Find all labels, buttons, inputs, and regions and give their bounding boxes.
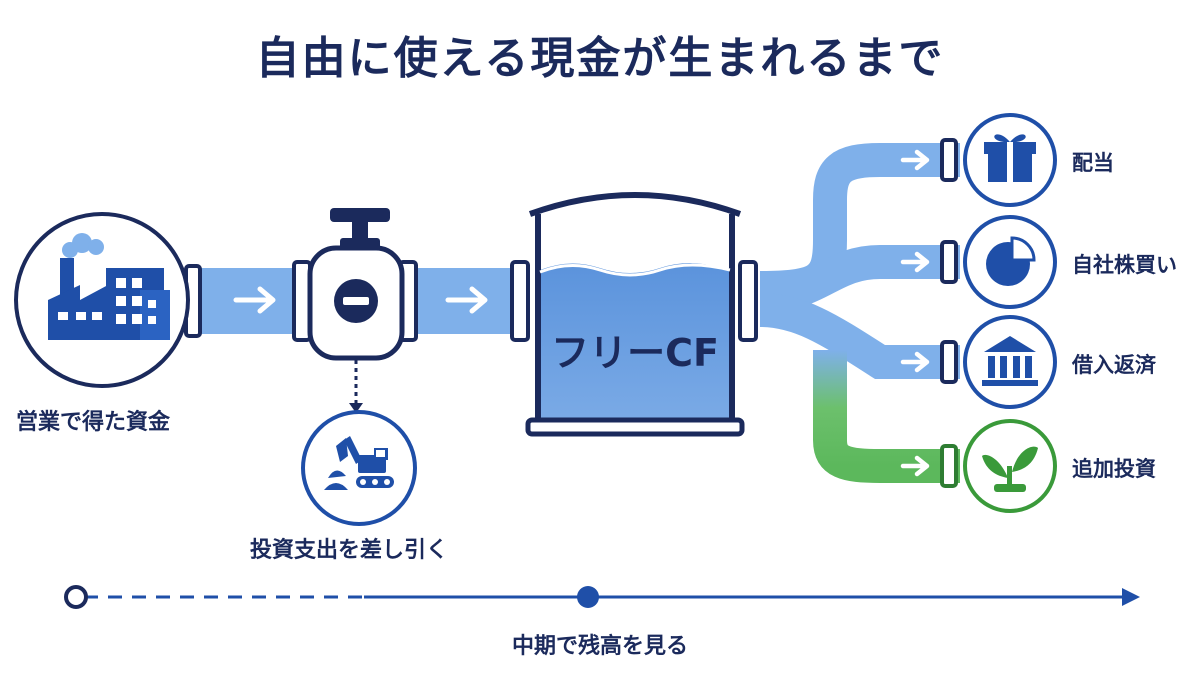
bank-icon (982, 336, 1038, 386)
output-invest (963, 419, 1057, 513)
branch-pipes (759, 143, 960, 483)
capex-label: 投資支出を差し引く (250, 538, 449, 563)
tank-node (525, 192, 745, 437)
output-buyback (963, 215, 1057, 309)
diagram-title: 自由に使える現金が生まれるまで (255, 33, 945, 84)
pipe-invest (813, 350, 960, 483)
timeline-start-marker (64, 585, 88, 609)
output-label-repay: 借入返済 (1072, 353, 1156, 377)
arrow-right-icon (445, 286, 488, 314)
valve-icon (307, 208, 405, 361)
output-label-dividend: 配当 (1072, 151, 1114, 175)
factory-icon (48, 233, 170, 340)
sprout-icon (982, 446, 1038, 492)
tank-label: フリーCF (551, 331, 719, 375)
arrow-right-icon (900, 149, 930, 171)
source-node (14, 212, 190, 388)
tank-icon (525, 192, 745, 437)
pipe-repay (759, 293, 960, 379)
output-label-invest: 追加投資 (1072, 457, 1156, 481)
timeline-label: 中期で残高を見る (511, 634, 688, 659)
pie-chart-icon (986, 236, 1036, 286)
capex-connector (349, 360, 363, 413)
main-arrows (233, 286, 488, 314)
arrow-right-icon (900, 251, 930, 273)
pipe-flanges (184, 138, 958, 488)
capex-node (301, 410, 417, 526)
timeline-mid-marker (577, 586, 599, 608)
pipe-buyback (759, 245, 960, 313)
arrow-right-icon (900, 351, 930, 373)
output-dividend (963, 113, 1057, 207)
arrow-right-icon (900, 455, 930, 477)
source-label: 営業で得た資金 (16, 410, 171, 435)
gift-icon (984, 134, 1036, 182)
timeline (64, 585, 1140, 609)
valve-node (307, 208, 405, 361)
output-repay (963, 315, 1057, 409)
excavator-icon (324, 436, 394, 490)
branch-arrows (900, 149, 930, 477)
timeline-arrowhead (1122, 588, 1140, 606)
output-label-buyback: 自社株買い (1072, 253, 1177, 277)
arrow-right-icon (233, 286, 276, 314)
